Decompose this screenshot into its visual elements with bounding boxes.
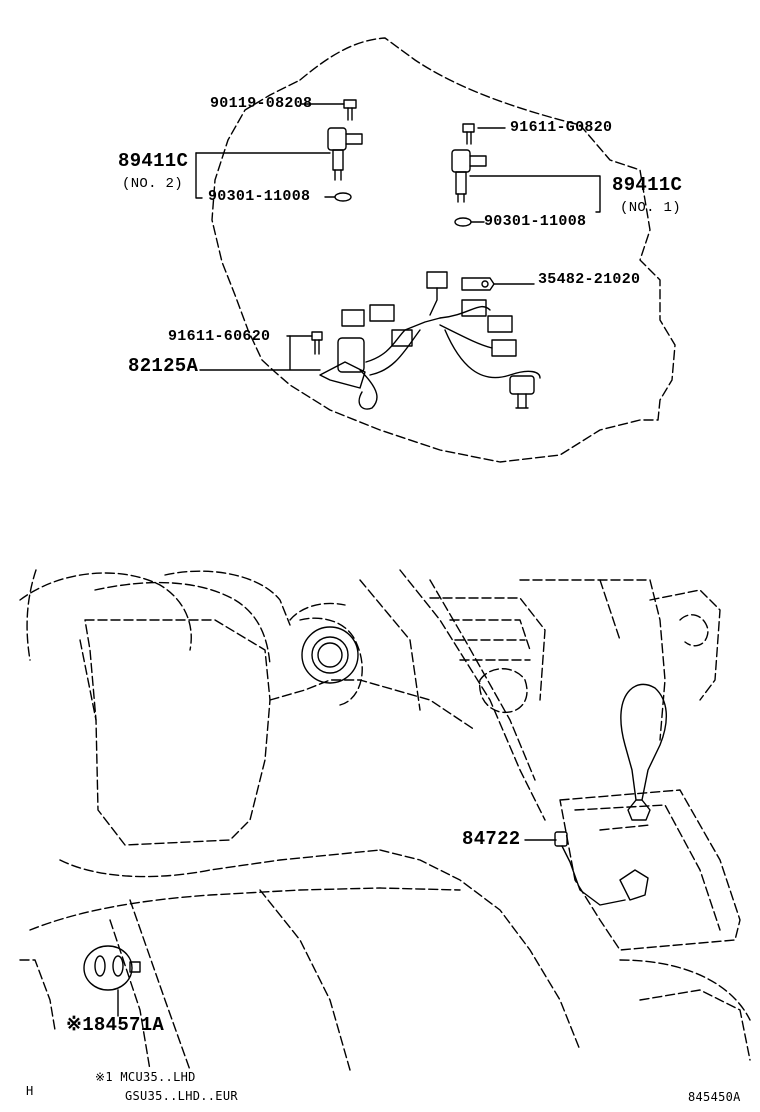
shift-knob — [620, 683, 668, 821]
part-note-no1: (NO. 1) — [620, 200, 681, 216]
corner-mark: H — [26, 1084, 34, 1098]
o-ring-no2 — [334, 192, 352, 202]
part-number-bolt-60620: 91611-60620 — [168, 328, 271, 345]
vent-round-left — [301, 626, 359, 684]
part-note-no2: (NO. 2) — [122, 176, 183, 192]
housing-outline — [211, 37, 676, 463]
shift-lock-switch — [554, 831, 649, 906]
part-number-bolt: 90119-08208 — [210, 95, 313, 112]
part-number-o-ring-no1: 90301-11008 — [484, 213, 587, 230]
part-number-bolt-g0820: 91611-G0820 — [510, 119, 613, 136]
part-number-key-cylinder: ※184571A — [66, 1014, 165, 1036]
part-number-shift-lock-switch: 84722 — [462, 828, 521, 850]
clamp-35482 — [461, 277, 495, 291]
part-number-speed-sensor-no2: 89411C — [118, 150, 189, 172]
wire-harness — [319, 271, 541, 410]
footnote-line-1: ※1 MCU35..LHD — [95, 1070, 196, 1084]
bolt-91611-g0820 — [462, 123, 475, 145]
footnote-line-2: GSU35..LHD..EUR — [125, 1089, 238, 1103]
bolt-91611-60620 — [311, 331, 323, 355]
o-ring-no1 — [454, 217, 472, 227]
interior-view — [19, 569, 751, 1071]
part-number-speed-sensor-no1: 89411C — [612, 174, 683, 196]
figure-code: 845450A — [688, 1090, 741, 1104]
part-number-o-ring-no2: 90301-11008 — [208, 188, 311, 205]
part-number-clamp: 35482-21020 — [538, 271, 641, 288]
bolt-90119 — [343, 99, 357, 121]
key-cylinder — [83, 945, 141, 1017]
part-number-wire-harness: 82125A — [128, 355, 199, 377]
speed-sensor-no2 — [327, 127, 363, 181]
speed-sensor-no1 — [451, 149, 487, 203]
